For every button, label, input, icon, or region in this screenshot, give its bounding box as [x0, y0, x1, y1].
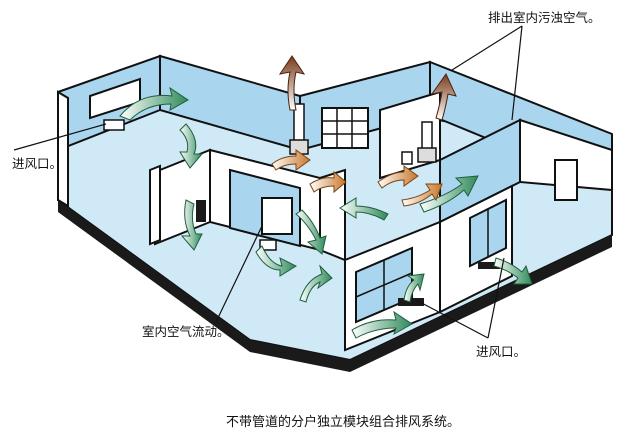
green-airflow-arrows: [119, 86, 533, 339]
indoor-flow-label: 室内空气流动。: [142, 324, 230, 339]
orange-airflow-arrows: [271, 149, 443, 207]
figure-caption: 不带管道的分户独立模块组合排风系统。: [226, 414, 460, 430]
interior-walls: [154, 90, 613, 262]
leader-lines: [13, 25, 523, 339]
exhaust-fan-units: [289, 103, 437, 165]
left-wall: [57, 90, 69, 208]
inlet-label-bottom: 进风口。: [476, 344, 526, 359]
brown-exhaust-arrows: [278, 55, 457, 121]
inlet-label-left: 进风口。: [12, 156, 62, 171]
front-walls: [149, 164, 513, 352]
exhaust-label: 排出室内污浊空气。: [488, 10, 601, 25]
